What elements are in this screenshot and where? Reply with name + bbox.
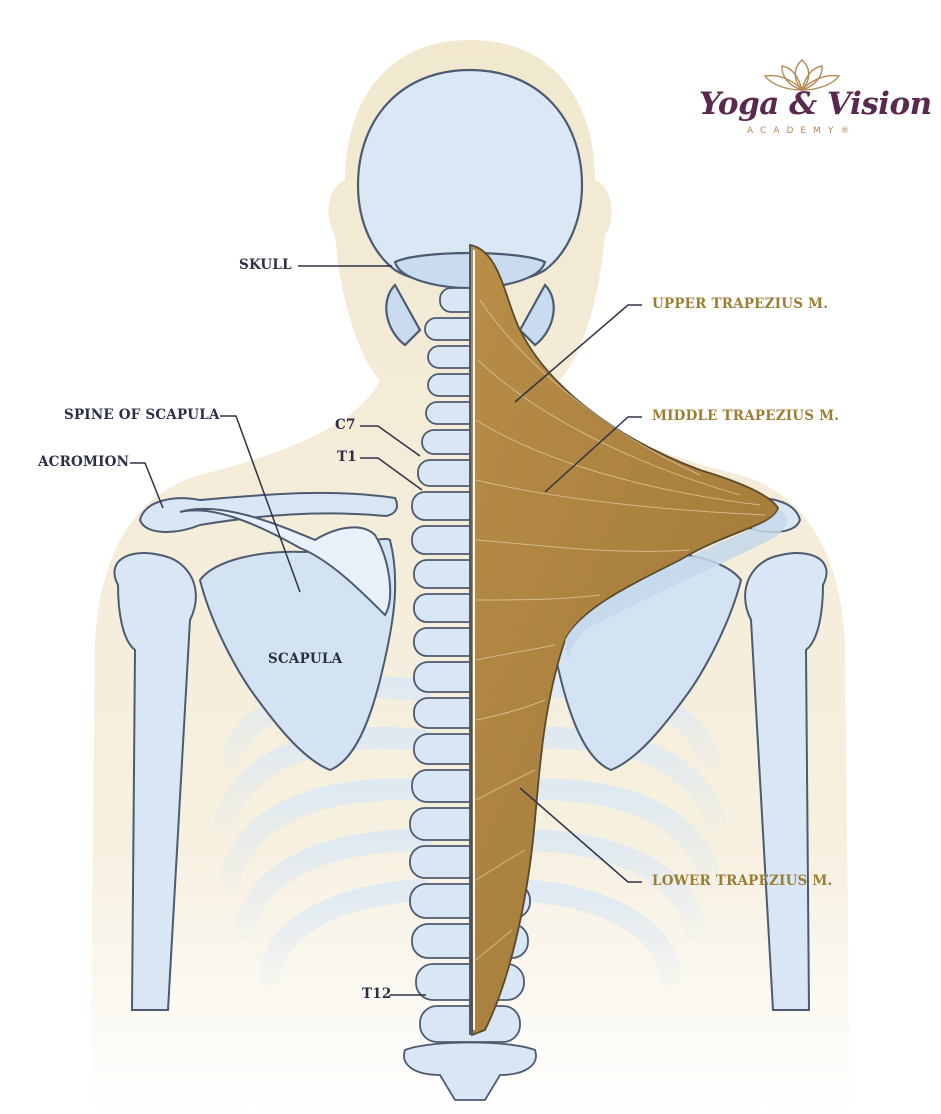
middle-trapezius-leader	[544, 416, 642, 493]
leader-lines	[130, 265, 642, 996]
lotus-icon	[763, 59, 841, 92]
lower-trapezius-leader	[519, 787, 642, 883]
brand-logo: Yoga & Vision ACADEMY®	[695, 58, 932, 148]
spine-of-scapula-leader	[220, 415, 301, 593]
label-t1: T1	[337, 449, 357, 465]
skull	[356, 68, 584, 347]
trapezius-muscle	[469, 243, 787, 1037]
c7-leader	[360, 425, 421, 457]
acromion-leader	[130, 462, 164, 509]
label-c7: C7	[335, 417, 356, 433]
logo-subtitle: ACADEMY®	[747, 126, 857, 136]
label-lower-trapezius: LOWER TRAPEZIUS M.	[652, 873, 833, 889]
label-scapula: SCAPULA	[268, 651, 343, 667]
label-upper-trapezius: UPPER TRAPEZIUS M.	[652, 296, 829, 312]
ribcage	[214, 676, 726, 986]
label-skull: SKULL	[239, 257, 292, 273]
label-middle-trapezius: MIDDLE TRAPEZIUS M.	[652, 408, 840, 424]
t1-leader	[360, 457, 423, 491]
upper-trapezius-leader	[514, 304, 642, 403]
label-spine-of-scapula: SPINE OF SCAPULA	[64, 407, 220, 423]
left-scapula	[179, 507, 397, 772]
label-t12: T12	[362, 986, 392, 1002]
logo-name: Yoga & Vision	[699, 86, 932, 122]
label-acromion: ACROMION	[38, 454, 130, 470]
humerus-bones	[113, 552, 828, 1011]
